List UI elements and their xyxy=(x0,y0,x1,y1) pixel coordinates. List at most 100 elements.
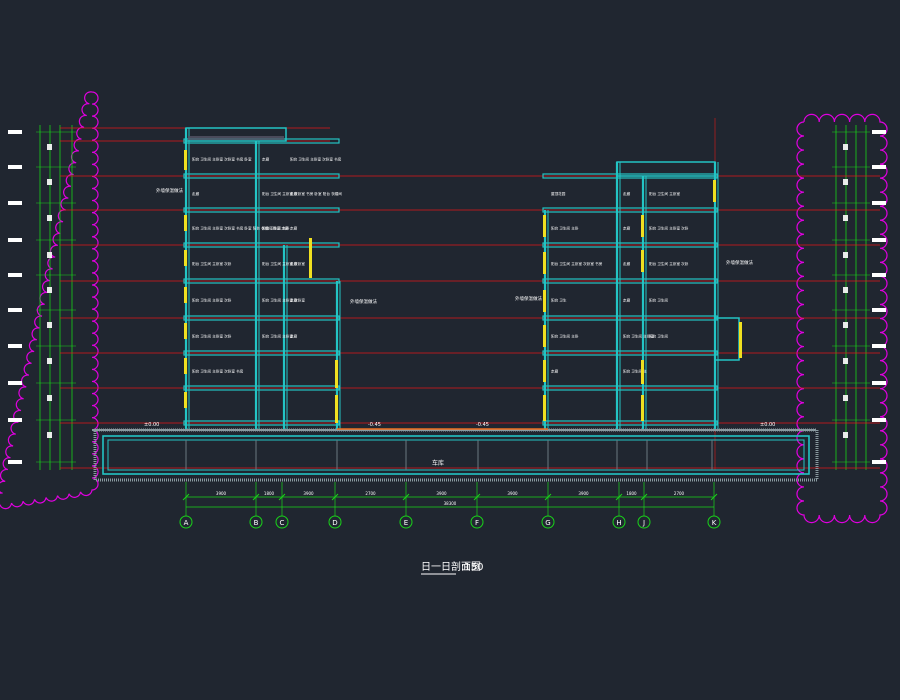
cloud-left xyxy=(0,91,99,510)
dim-tick xyxy=(182,493,190,501)
revision-clouds xyxy=(0,91,888,524)
dim-text xyxy=(47,395,52,401)
floor-slab xyxy=(183,242,340,248)
room-label: 屋顶花园 xyxy=(551,191,566,196)
floor-slab xyxy=(542,350,718,356)
floor-slab xyxy=(542,242,718,248)
window-strip xyxy=(641,360,644,384)
room-label: 走廊 xyxy=(290,191,298,196)
room-label: 阳台 卫生间 主卧 xyxy=(551,334,579,339)
wall-callouts: 外墙保温做法 外墙保温做法 外墙保温做法 外墙保温做法 xyxy=(156,187,753,305)
axis-label: E xyxy=(404,519,408,527)
room-label: 阳台 卫生间 主卧室 次卧室 书房 卧室 阳台 衣帽间 卧室 走廊 xyxy=(192,226,289,231)
dim-text xyxy=(47,322,52,328)
ground-line: ±0.00 -0.45 -0.45 ±0.00 xyxy=(92,422,815,431)
window-strip xyxy=(309,238,312,278)
window-strip xyxy=(713,180,716,202)
level-mark xyxy=(872,381,886,385)
ground-label-4: ±0.00 xyxy=(760,422,775,428)
level-mark xyxy=(872,273,886,277)
floor-slab xyxy=(542,420,718,426)
floor-slab xyxy=(183,278,340,284)
callout-4: 外墙保温做法 xyxy=(726,259,753,266)
dim-total-value: 38300 xyxy=(444,501,457,506)
room-label: 阳台 卫生间 xyxy=(649,298,669,303)
dim-segment-value: 3900 xyxy=(303,491,314,496)
dim-text xyxy=(47,358,52,364)
level-mark xyxy=(8,201,22,205)
dim-tick xyxy=(640,493,648,501)
axis-bubble xyxy=(275,515,289,529)
window-strip xyxy=(184,250,187,266)
roof-parapet xyxy=(185,127,287,142)
roof-parapet xyxy=(616,161,716,177)
dim-text xyxy=(47,215,52,221)
axis-label: B xyxy=(254,519,259,527)
dim-tick xyxy=(278,493,286,501)
dim-segment-value: 2700 xyxy=(674,491,685,496)
axis-bubble xyxy=(328,515,342,529)
dim-segment-value: 1800 xyxy=(626,491,637,496)
dim-segment-value: 3900 xyxy=(578,491,589,496)
window-strip xyxy=(184,287,187,303)
basement-hatch xyxy=(93,428,819,482)
room-label: 阳台 卫生间 主卧室 次卧 xyxy=(192,298,232,303)
level-mark xyxy=(872,344,886,348)
axis-label: C xyxy=(280,519,285,527)
room-label: 阳台 卫生间 主卧室 次卧 xyxy=(192,261,232,266)
dim-text xyxy=(47,432,52,438)
window-strip xyxy=(543,360,546,382)
floor-slab xyxy=(183,173,340,179)
axis-label: A xyxy=(184,519,189,527)
window-strip xyxy=(184,150,187,170)
room-label: 阳台 卫生间 主卧室 次卧室 书房 xyxy=(192,369,244,374)
room-label: 走廊 xyxy=(623,298,631,303)
dim-tick xyxy=(473,493,481,501)
dim-text xyxy=(843,179,848,185)
dim-tick xyxy=(615,493,623,501)
dim-tick xyxy=(544,493,552,501)
level-mark xyxy=(872,308,886,312)
axis-bubble xyxy=(249,515,263,529)
dim-segment-value: 3900 xyxy=(436,491,447,496)
level-mark xyxy=(8,273,22,277)
dim-text xyxy=(843,144,848,150)
room-label: 走廊 xyxy=(192,191,200,196)
room-label: 阳台 卫生间 主卧 xyxy=(551,226,579,231)
dim-segment-value: 3900 xyxy=(507,491,518,496)
level-mark xyxy=(8,308,22,312)
floor-slab xyxy=(183,207,340,213)
window-strip xyxy=(543,325,546,347)
window-strip xyxy=(641,395,644,421)
left-building-section: 阳台 卫生间 主卧室 次卧室 书房 卧室走廊阳台 卫生间 主卧室 次卧室 书房走… xyxy=(183,127,342,430)
window-strip xyxy=(543,395,546,421)
axis-bubble xyxy=(612,515,626,529)
window-strip xyxy=(641,215,644,237)
ground-label-2: -0.45 xyxy=(368,422,381,428)
dim-text xyxy=(843,287,848,293)
ground-label-1: ±0.00 xyxy=(144,422,159,428)
drawing-title: 日一日剖面图 :150 xyxy=(421,560,483,575)
level-mark xyxy=(8,344,22,348)
level-mark xyxy=(872,201,886,205)
roof-hatch xyxy=(188,136,284,140)
room-label: 走廊 xyxy=(623,226,631,231)
drawing-scale-text: :150 xyxy=(461,562,483,573)
room-label: 阳台 卫生间 主卧室 次卧室 书房 卧室 阳台 衣帽间 xyxy=(262,191,342,196)
room-label: 阳台 卫生间 主卧室 次卧 xyxy=(649,226,689,231)
window-strip xyxy=(184,323,187,339)
room-label: 走廊 xyxy=(290,298,298,303)
axis-label: H xyxy=(616,519,621,527)
dim-text xyxy=(843,395,848,401)
dim-segment-value: 3900 xyxy=(216,491,227,496)
window-strip xyxy=(543,290,546,312)
basement-inner xyxy=(107,439,805,471)
room-label: 阳台 卫生间 主卧室 次卧室 书房 xyxy=(290,157,342,162)
floor-slab xyxy=(542,173,718,179)
room-label: 阳台 卫生间 主卧室 次卧室 书房 xyxy=(551,261,603,266)
axis-bubble xyxy=(707,515,721,529)
dim-segment-value: 2700 xyxy=(365,491,376,496)
